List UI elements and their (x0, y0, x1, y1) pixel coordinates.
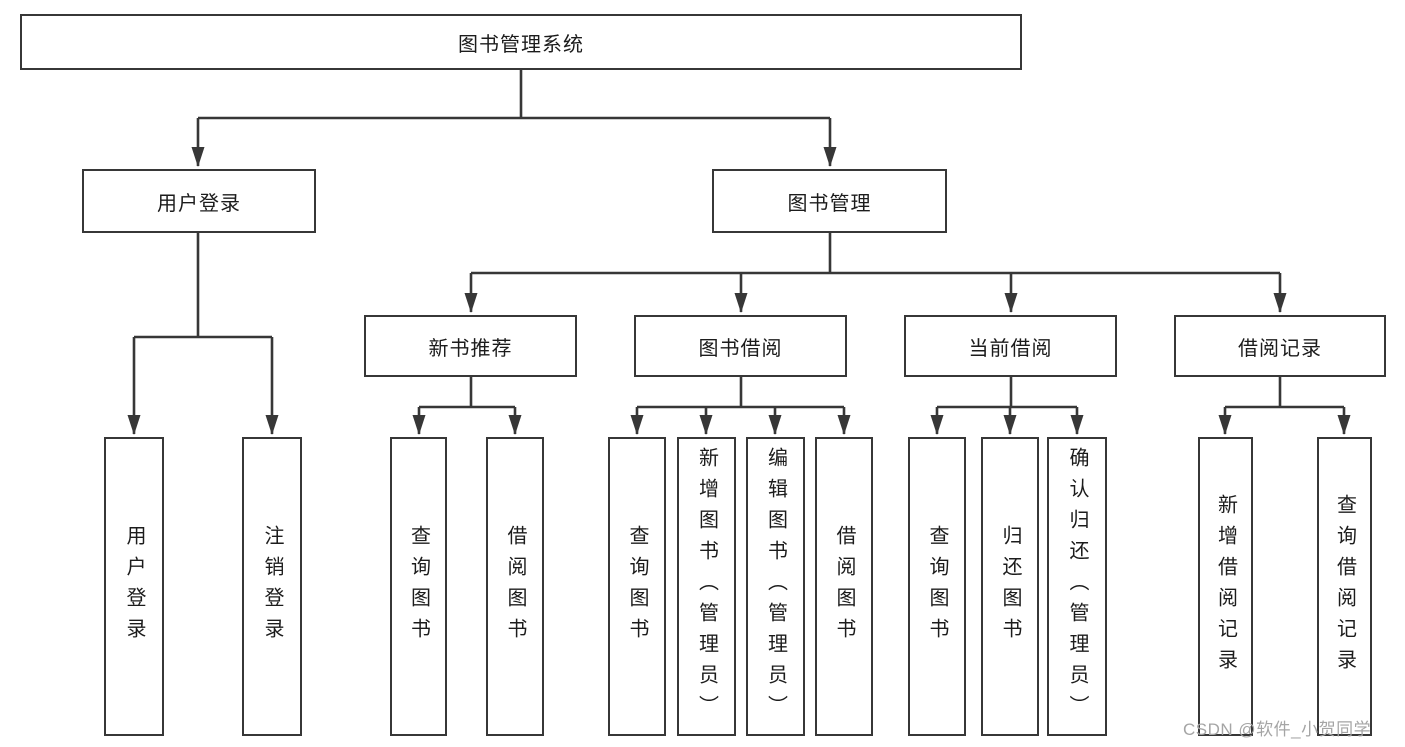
leaf-user-login: 用户登录 (104, 437, 164, 736)
leaf-borrow-books-2: 借阅图书 (815, 437, 873, 736)
leaf-add-book-admin: 新增图书（管理员） (677, 437, 736, 736)
node-book-borrow: 图书借阅 (634, 315, 847, 377)
node-root: 图书管理系统 (20, 14, 1022, 70)
leaf-confirm-return-admin: 确认归还（管理员） (1047, 437, 1107, 736)
leaf-query-books-2: 查询图书 (608, 437, 666, 736)
node-current-borrow: 当前借阅 (904, 315, 1117, 377)
leaf-edit-book-admin: 编辑图书（管理员） (746, 437, 805, 736)
leaf-query-books-3: 查询图书 (908, 437, 966, 736)
leaf-logout-login: 注销登录 (242, 437, 302, 736)
leaf-borrow-books-1: 借阅图书 (486, 437, 544, 736)
node-user-login: 用户登录 (82, 169, 316, 233)
leaf-add-borrow-record: 新增借阅记录 (1198, 437, 1253, 736)
leaf-return-book: 归还图书 (981, 437, 1039, 736)
leaf-query-borrow-record: 查询借阅记录 (1317, 437, 1372, 736)
node-borrow-records: 借阅记录 (1174, 315, 1386, 377)
csdn-watermark: CSDN @软件_小贺同学 (1183, 720, 1372, 739)
node-book-management: 图书管理 (712, 169, 947, 233)
leaf-query-books-1: 查询图书 (390, 437, 447, 736)
node-new-book-recommend: 新书推荐 (364, 315, 577, 377)
